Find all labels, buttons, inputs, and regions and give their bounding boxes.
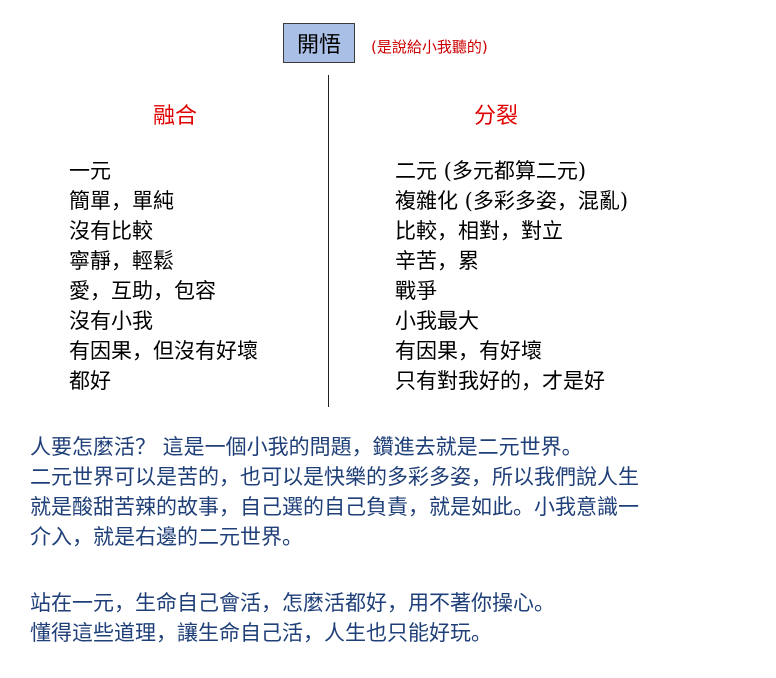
list-item: 複雜化 (多彩多姿，混亂)	[395, 189, 629, 213]
paragraph-line: 站在一元，生命自己會活，怎麼活都好，用不著你操心。	[30, 591, 555, 615]
list-item: 簡單，單純	[69, 189, 174, 213]
list-item: 沒有比較	[69, 219, 153, 243]
left-column-heading: 融合	[153, 104, 198, 129]
conclusion-paragraph: 站在一元，生命自己會活，怎麼活都好，用不著你操心。 懂得這些道理，讓生命自己活，…	[30, 588, 760, 648]
paragraph-line: 懂得這些道理，讓生命自己活，人生也只能好玩。	[30, 621, 492, 645]
right-column-heading: 分裂	[474, 104, 519, 129]
column-divider	[328, 75, 329, 407]
page-subtitle: (是說給小我聽的)	[371, 38, 488, 56]
paragraph-line: 介入，就是右邊的二元世界。	[30, 525, 303, 549]
explanation-paragraph: 人要怎麼活？ 這是一個小我的問題，鑽進去就是二元世界。 二元世界可以是苦的，也可…	[30, 432, 760, 552]
list-item: 辛苦，累	[395, 249, 479, 273]
list-item: 有因果，有好壞	[395, 339, 542, 363]
list-item: 戰爭	[395, 279, 437, 303]
list-item: 都好	[69, 369, 111, 393]
list-item: 一元	[69, 159, 111, 183]
paragraph-line: 人要怎麼活？ 這是一個小我的問題，鑽進去就是二元世界。	[30, 435, 583, 459]
list-item: 寧靜，輕鬆	[69, 249, 174, 273]
list-item: 沒有小我	[69, 309, 153, 333]
page-title: 開悟	[296, 33, 341, 58]
list-item: 二元 (多元都算二元)	[395, 159, 587, 183]
title-box: 開悟	[283, 23, 355, 63]
left-column-list: 一元 簡單，單純 沒有比較 寧靜，輕鬆 愛，互助，包容 沒有小我 有因果，但沒有…	[69, 156, 258, 396]
list-item: 比較，相對，對立	[395, 219, 563, 243]
right-column-list: 二元 (多元都算二元) 複雜化 (多彩多姿，混亂) 比較，相對，對立 辛苦，累 …	[395, 156, 628, 396]
paragraph-line: 二元世界可以是苦的，也可以是快樂的多彩多姿，所以我們說人生	[30, 465, 639, 489]
list-item: 愛，互助，包容	[69, 279, 216, 303]
list-item: 有因果，但沒有好壞	[69, 339, 258, 363]
list-item: 只有對我好的，才是好	[395, 369, 605, 393]
list-item: 小我最大	[395, 309, 479, 333]
paragraph-line: 就是酸甜苦辣的故事，自己選的自己負責，就是如此。小我意識一	[30, 495, 639, 519]
